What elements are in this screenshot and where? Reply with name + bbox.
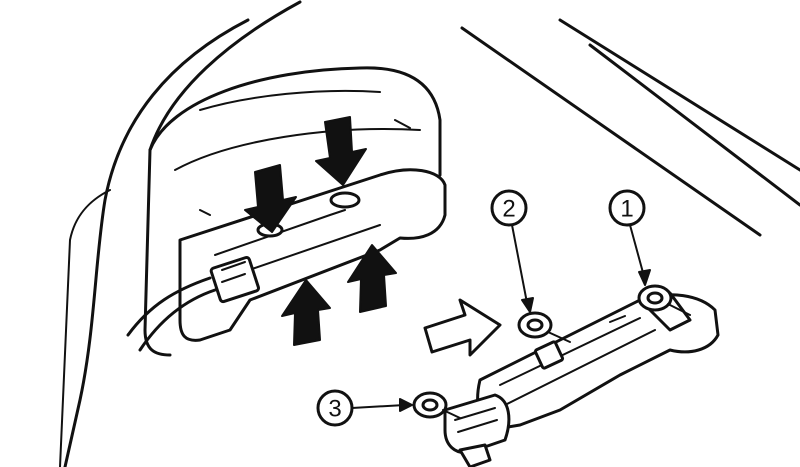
ring-terminal-2 [517, 311, 571, 343]
installed-fuse-holder [178, 168, 447, 342]
callout-2-label: 2 [502, 196, 515, 223]
press-down-arrow-left [244, 164, 297, 233]
removed-fuse-holder [476, 291, 720, 432]
lift-up-arrow-left [281, 279, 331, 346]
ring-terminal-1 [637, 284, 691, 316]
callout-1: 1 [608, 189, 651, 286]
body-panel-outline [59, 0, 800, 467]
removal-direction-arrow [423, 298, 502, 357]
press-down-arrow-right [315, 116, 367, 186]
ring-terminal-3 [412, 391, 461, 419]
callout-1-label: 1 [620, 196, 633, 223]
callout-3-label: 3 [328, 396, 341, 423]
callout-3: 3 [316, 389, 413, 427]
lift-up-arrow-right [347, 244, 397, 313]
wire-harness [126, 276, 217, 352]
callout-2: 2 [490, 189, 534, 313]
end-connector [443, 393, 511, 467]
